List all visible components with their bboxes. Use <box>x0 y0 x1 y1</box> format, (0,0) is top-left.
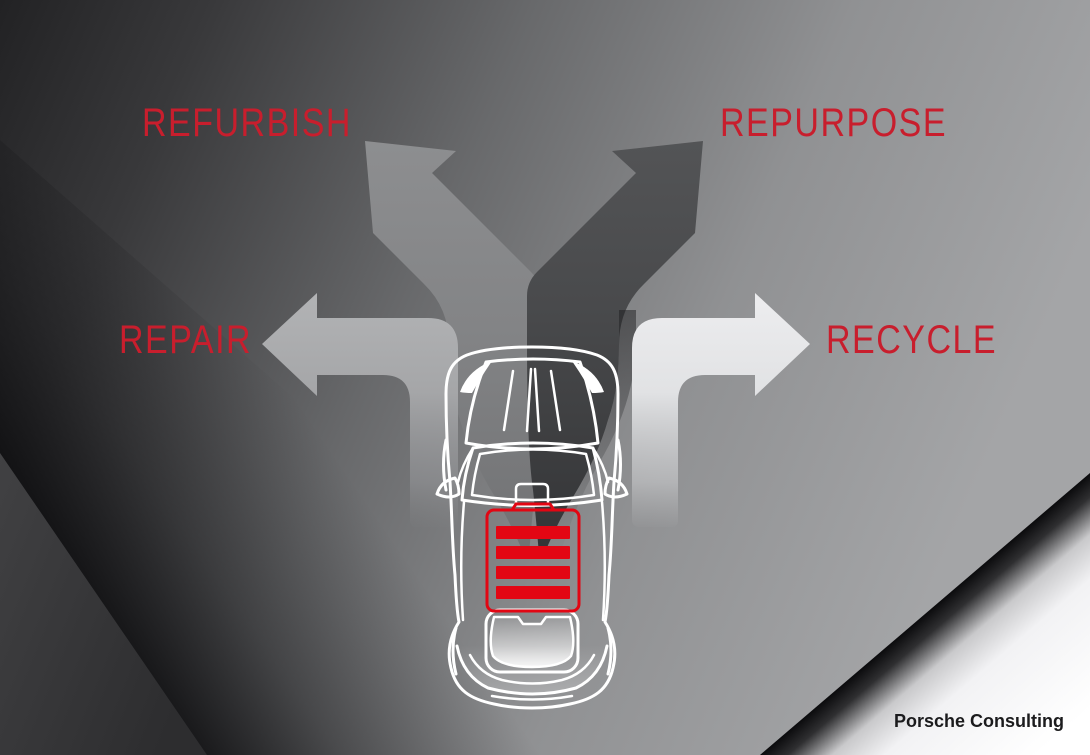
arrow-right-icon <box>632 293 810 527</box>
battery-outline <box>485 508 581 613</box>
background-dark-sweep <box>0 140 700 755</box>
side-rail-right <box>600 500 607 622</box>
battery-cell-2 <box>496 546 570 559</box>
windshield-inner <box>470 448 596 502</box>
hood-outline <box>464 357 600 451</box>
background-bottom-left-wedge <box>0 453 207 755</box>
rear-wheel-left <box>451 626 458 676</box>
corner-white-panel <box>760 473 1090 755</box>
arrow-left-icon <box>262 293 458 527</box>
hood-crease-1 <box>502 369 515 432</box>
windshield-outer <box>460 441 604 507</box>
label-recycle: RECYCLE <box>826 317 998 363</box>
hood-crease-2 <box>525 367 533 433</box>
mirror-left <box>435 476 461 499</box>
rear-bumper-outer <box>455 644 609 696</box>
battery-terminal <box>510 502 556 511</box>
battery-icon <box>485 502 581 613</box>
battery-cell-4 <box>496 586 570 599</box>
hood-crease-4 <box>549 369 562 432</box>
headlight-right-icon <box>572 361 604 393</box>
stem-shadow <box>543 310 636 557</box>
a-pillar-left <box>456 446 475 484</box>
mirror-right <box>603 476 629 499</box>
label-refurbish: REFURBISH <box>142 100 352 146</box>
label-repurpose: REPURPOSE <box>720 100 947 146</box>
front-wheel-right <box>616 438 622 492</box>
side-rail-left <box>459 500 466 622</box>
battery-cell-1 <box>496 526 570 539</box>
car-body-outline <box>444 345 620 710</box>
hood-crease-3 <box>533 367 541 433</box>
front-wheel-left <box>442 438 448 492</box>
label-repair: REPAIR <box>119 317 253 363</box>
battery-cell-3 <box>496 566 570 579</box>
porsche-consulting-wordmark: Porsche Consulting <box>893 711 1064 731</box>
wiper-notch <box>514 482 550 505</box>
car-top-view <box>435 345 629 710</box>
rear-diffuser <box>490 694 574 701</box>
rear-bumper-inner <box>468 653 596 685</box>
rear-wheel-right <box>606 626 613 676</box>
